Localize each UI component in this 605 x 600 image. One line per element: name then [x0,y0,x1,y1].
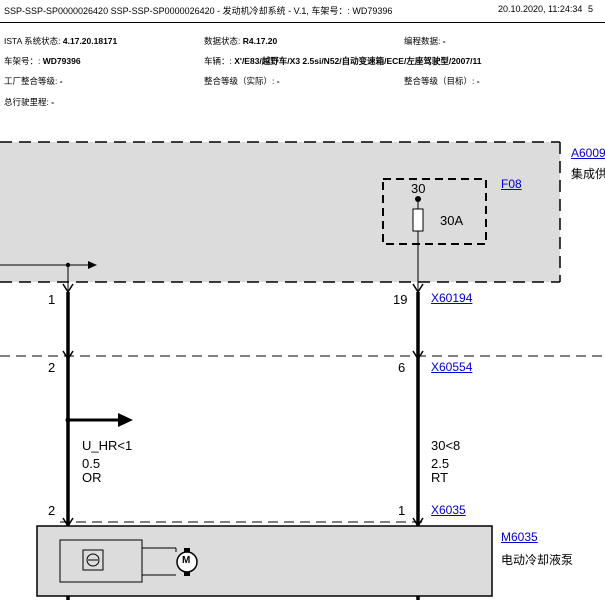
fuse-element [412,208,424,232]
target-integration-level: 整合等级（目标）: - [404,76,480,86]
right-wire-signal: 30<8 [431,438,461,453]
internal-wire-arrow [88,261,97,269]
left-wire-gauge: 0.5 [82,456,101,471]
left-wire-signal: U_HR<1 [82,438,133,453]
connector-x60554-right-pin-label: 6 [398,360,406,375]
page-number: 5 [587,4,593,14]
connector-x60554-left-pin-label: 2 [48,360,56,375]
fuse-box [382,178,487,245]
pump-chip-symbol [86,553,100,567]
connector-x60554-id[interactable]: X60554 [431,360,473,374]
pump-electronics-box [59,539,143,583]
actual-integration-level: 整合等级（实际）: - [204,76,280,86]
coding-data: 编程数据: - [404,36,446,46]
connector-x60554-left-pin [62,350,74,361]
factory-integration-level: 工厂整合等级: - [4,76,63,86]
vehicle: 车辆：: X'/E83/越野车/X3 2.5si/N52/自动变速箱/ECE/左… [204,56,482,66]
right-wire-gauge: 2.5 [431,456,450,471]
pump-desc: 电动冷却液泵 [501,553,574,567]
vin: 车架号：: WD79396 [4,56,81,66]
module-a-id[interactable]: A6009 [571,146,605,160]
ista-status: ISTA 系统状态: 4.17.20.18171 [4,36,118,46]
connector-x6035-left-pin-label: 2 [48,503,56,518]
connector-x60554-right-pin [412,350,424,361]
module-a-box [0,142,560,282]
fuse-pin: 30 [411,181,426,196]
left-wire-color: OR [82,470,102,485]
fuse-id[interactable]: F08 [501,177,522,191]
pump-module-box [36,525,493,597]
connector-x6035-right-pin-label: 1 [398,503,406,518]
connector-x60194-right-pin-label: 19 [393,292,408,307]
document-title: SSP-SSP-SP0000026420 SSP-SSP-SP000002642… [4,6,393,16]
total-mileage: 总行驶里程: - [4,97,55,107]
right-wire-color: RT [431,470,449,485]
connector-x6035-id[interactable]: X6035 [431,503,466,517]
connector-x60194-id[interactable]: X60194 [431,291,473,305]
timestamp-text: 20.10.2020, 11:24:34 [498,4,583,14]
motor-label: M [182,555,191,566]
data-status: 数据状态: R4.17.20 [204,36,278,46]
motor-brush-top [184,548,190,552]
signal-branch-arrow [118,413,133,427]
pump-chip-icon [82,549,104,571]
connector-x60194-left-pin-label: 1 [48,292,56,307]
module-a-desc: 集成供 [571,167,605,181]
header-timestamp: 20.10.2020, 11:24:34 5 [498,4,593,14]
fuse-rating: 30A [440,213,464,228]
pump-id[interactable]: M6035 [501,530,538,544]
motor-brush-bottom [184,572,190,576]
header-divider [0,22,605,23]
